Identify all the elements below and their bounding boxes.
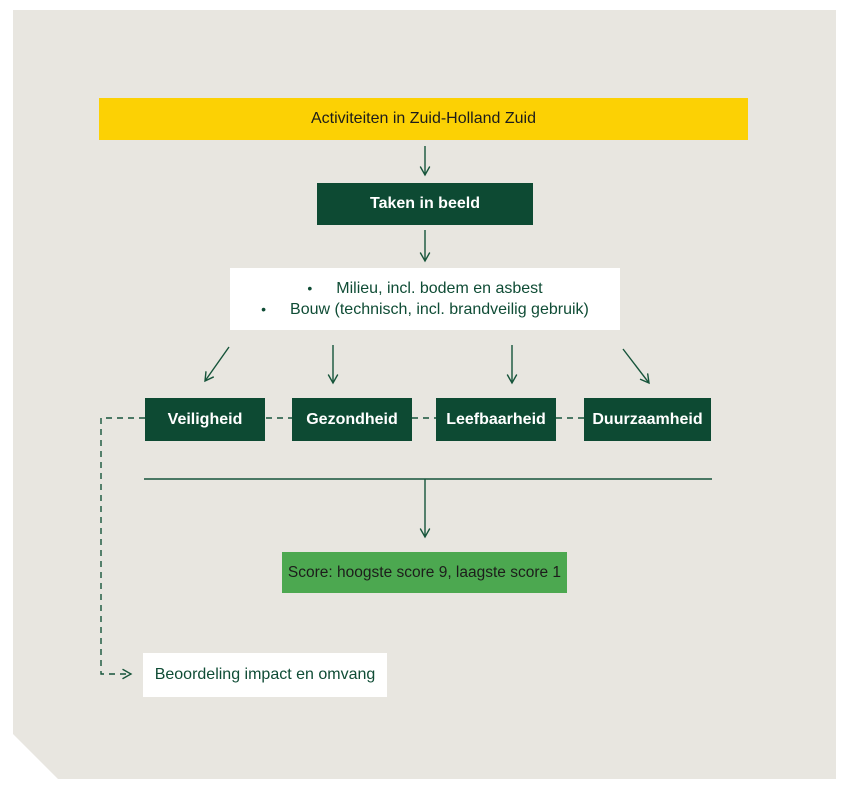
bullet-icon: • — [307, 279, 313, 296]
assessment-text: Beoordeling impact en omvang — [154, 666, 376, 683]
theme-label: Veiligheid — [167, 410, 243, 428]
theme-label: Leefbaarheid — [446, 410, 546, 428]
score-text: Score: hoogste score 9, laagste score 1 — [287, 563, 562, 581]
taken-in-beeld-text: Taken in beeld — [370, 195, 480, 212]
task-item-text: Bouw (technisch, incl. brandveilig gebru… — [290, 300, 589, 318]
task-item-milieu: • Milieu, incl. bodem en asbest — [307, 280, 542, 298]
title-text: Activiteiten in Zuid-Holland Zuid — [311, 110, 536, 127]
title-box: Activiteiten in Zuid-Holland Zuid — [99, 98, 748, 140]
task-item-text: Milieu, incl. bodem en asbest — [336, 279, 543, 297]
theme-box-duurzaamheid: Duurzaamheid — [584, 398, 711, 441]
assessment-box: Beoordeling impact en omvang — [143, 653, 387, 697]
bullet-icon: • — [261, 300, 267, 317]
theme-label: Gezondheid — [306, 410, 398, 428]
theme-box-leefbaarheid: Leefbaarheid — [436, 398, 556, 441]
score-box: Score: hoogste score 9, laagste score 1 — [282, 552, 567, 593]
theme-box-veiligheid: Veiligheid — [145, 398, 265, 441]
theme-box-gezondheid: Gezondheid — [292, 398, 412, 441]
theme-label: Duurzaamheid — [592, 410, 703, 428]
tasks-box: • Milieu, incl. bodem en asbest • Bouw (… — [230, 268, 620, 330]
task-item-bouw: • Bouw (technisch, incl. brandveilig geb… — [261, 301, 589, 319]
taken-in-beeld-box: Taken in beeld — [317, 183, 533, 225]
